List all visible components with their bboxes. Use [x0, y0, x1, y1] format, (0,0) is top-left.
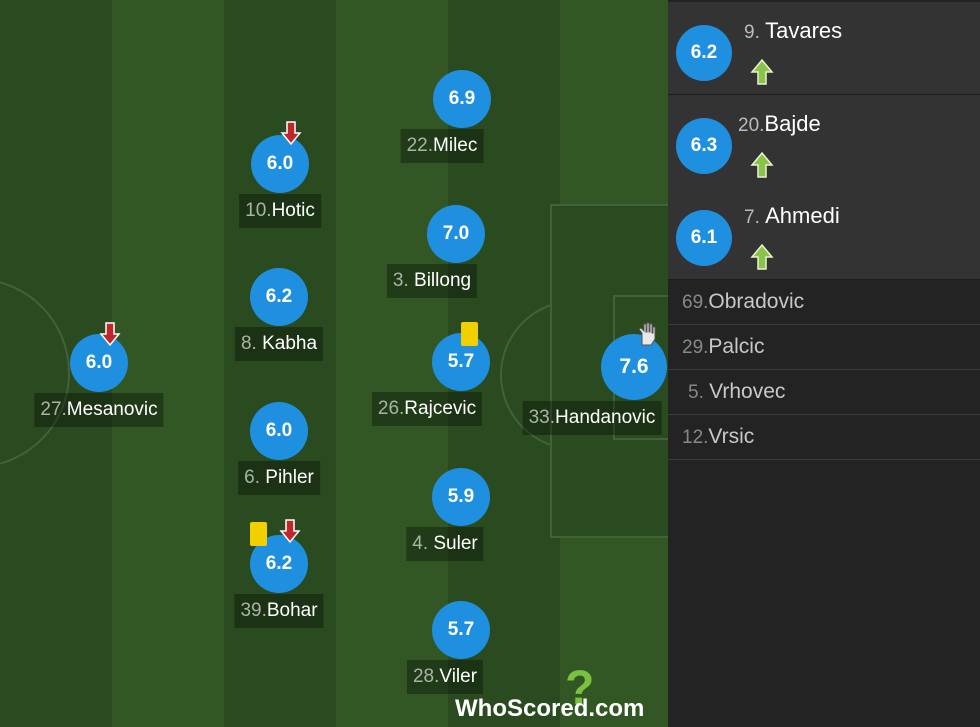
substitute-row[interactable]: 6.3 20.Bajde — [668, 95, 980, 188]
reserve-row[interactable]: 29.Palcic — [668, 325, 980, 370]
player-label: 10.Hotic — [239, 194, 321, 228]
player-label: 4. Suler — [406, 527, 484, 561]
sub-on-arrow-icon — [750, 151, 774, 178]
reserve-row[interactable]: 12.Vrsic — [668, 415, 980, 460]
logo-mark: ? — [565, 662, 595, 715]
player-rating: 6.2 — [676, 25, 732, 81]
sub-on-arrow-icon — [750, 58, 774, 85]
logo-text: WhoScored.com — [455, 695, 645, 722]
goalkeeper-glove-icon — [638, 322, 656, 346]
player-label: 7. Ahmedi — [744, 203, 840, 228]
player-label: 5. Vrhovec — [688, 380, 786, 403]
substitute-row[interactable]: 6.2 9. Tavares — [668, 2, 980, 95]
center-circle — [0, 278, 70, 468]
player-rating: 6.9 — [433, 70, 491, 128]
player-rating: 5.9 — [432, 468, 490, 526]
sub-off-arrow-icon — [99, 322, 121, 347]
player-label: 39.Bohar — [234, 594, 324, 628]
player-label: 28.Viler — [406, 660, 484, 694]
yellow-card-icon — [250, 522, 267, 546]
player-rating: 6.3 — [676, 118, 732, 174]
pitch: 6.0 27.Mesanovic 6.0 10.Hotic 6.2 8. Kab… — [0, 0, 668, 727]
player-label: 20.Bajde — [738, 111, 821, 136]
player-label: 27.Mesanovic — [34, 393, 164, 427]
player-label: 22.Milec — [400, 129, 484, 163]
player-rating: 6.0 — [251, 135, 309, 193]
player-rating: 5.7 — [432, 601, 490, 659]
player-rating: 6.0 — [70, 334, 128, 392]
yellow-card-icon — [461, 322, 478, 346]
substitute-row[interactable]: 6.1 7. Ahmedi — [668, 187, 980, 280]
sub-on-arrow-icon — [750, 243, 774, 270]
player-rating: 6.0 — [250, 402, 308, 460]
reserve-row[interactable]: 5. Vrhovec — [668, 370, 980, 415]
player-rating: 6.2 — [250, 268, 308, 326]
player-label: 6. Pihler — [238, 461, 320, 495]
player-rating: 6.1 — [676, 210, 732, 266]
player-label: 8. Kabha — [234, 327, 324, 361]
bench-panel: 6.2 9. Tavares 6.3 20.Bajde 6.1 7. Ahmed… — [668, 0, 980, 727]
whoscored-logo: ? WhoScored.com — [455, 665, 665, 727]
player-label: 69.Obradovic — [682, 290, 805, 313]
player-label: 3. Billong — [386, 264, 478, 298]
player-label: 29.Palcic — [682, 335, 765, 358]
player-rating: 7.0 — [427, 205, 485, 263]
player-rating: 7.6 — [601, 334, 667, 400]
sub-off-arrow-icon — [279, 519, 301, 544]
sub-off-arrow-icon — [280, 121, 302, 146]
player-label: 33.Handanovic — [522, 401, 662, 435]
player-label: 26.Rajcevic — [371, 392, 483, 426]
reserve-row[interactable]: 69.Obradovic — [668, 280, 980, 325]
player-label: 9. Tavares — [744, 18, 843, 43]
player-label: 12.Vrsic — [682, 425, 755, 448]
